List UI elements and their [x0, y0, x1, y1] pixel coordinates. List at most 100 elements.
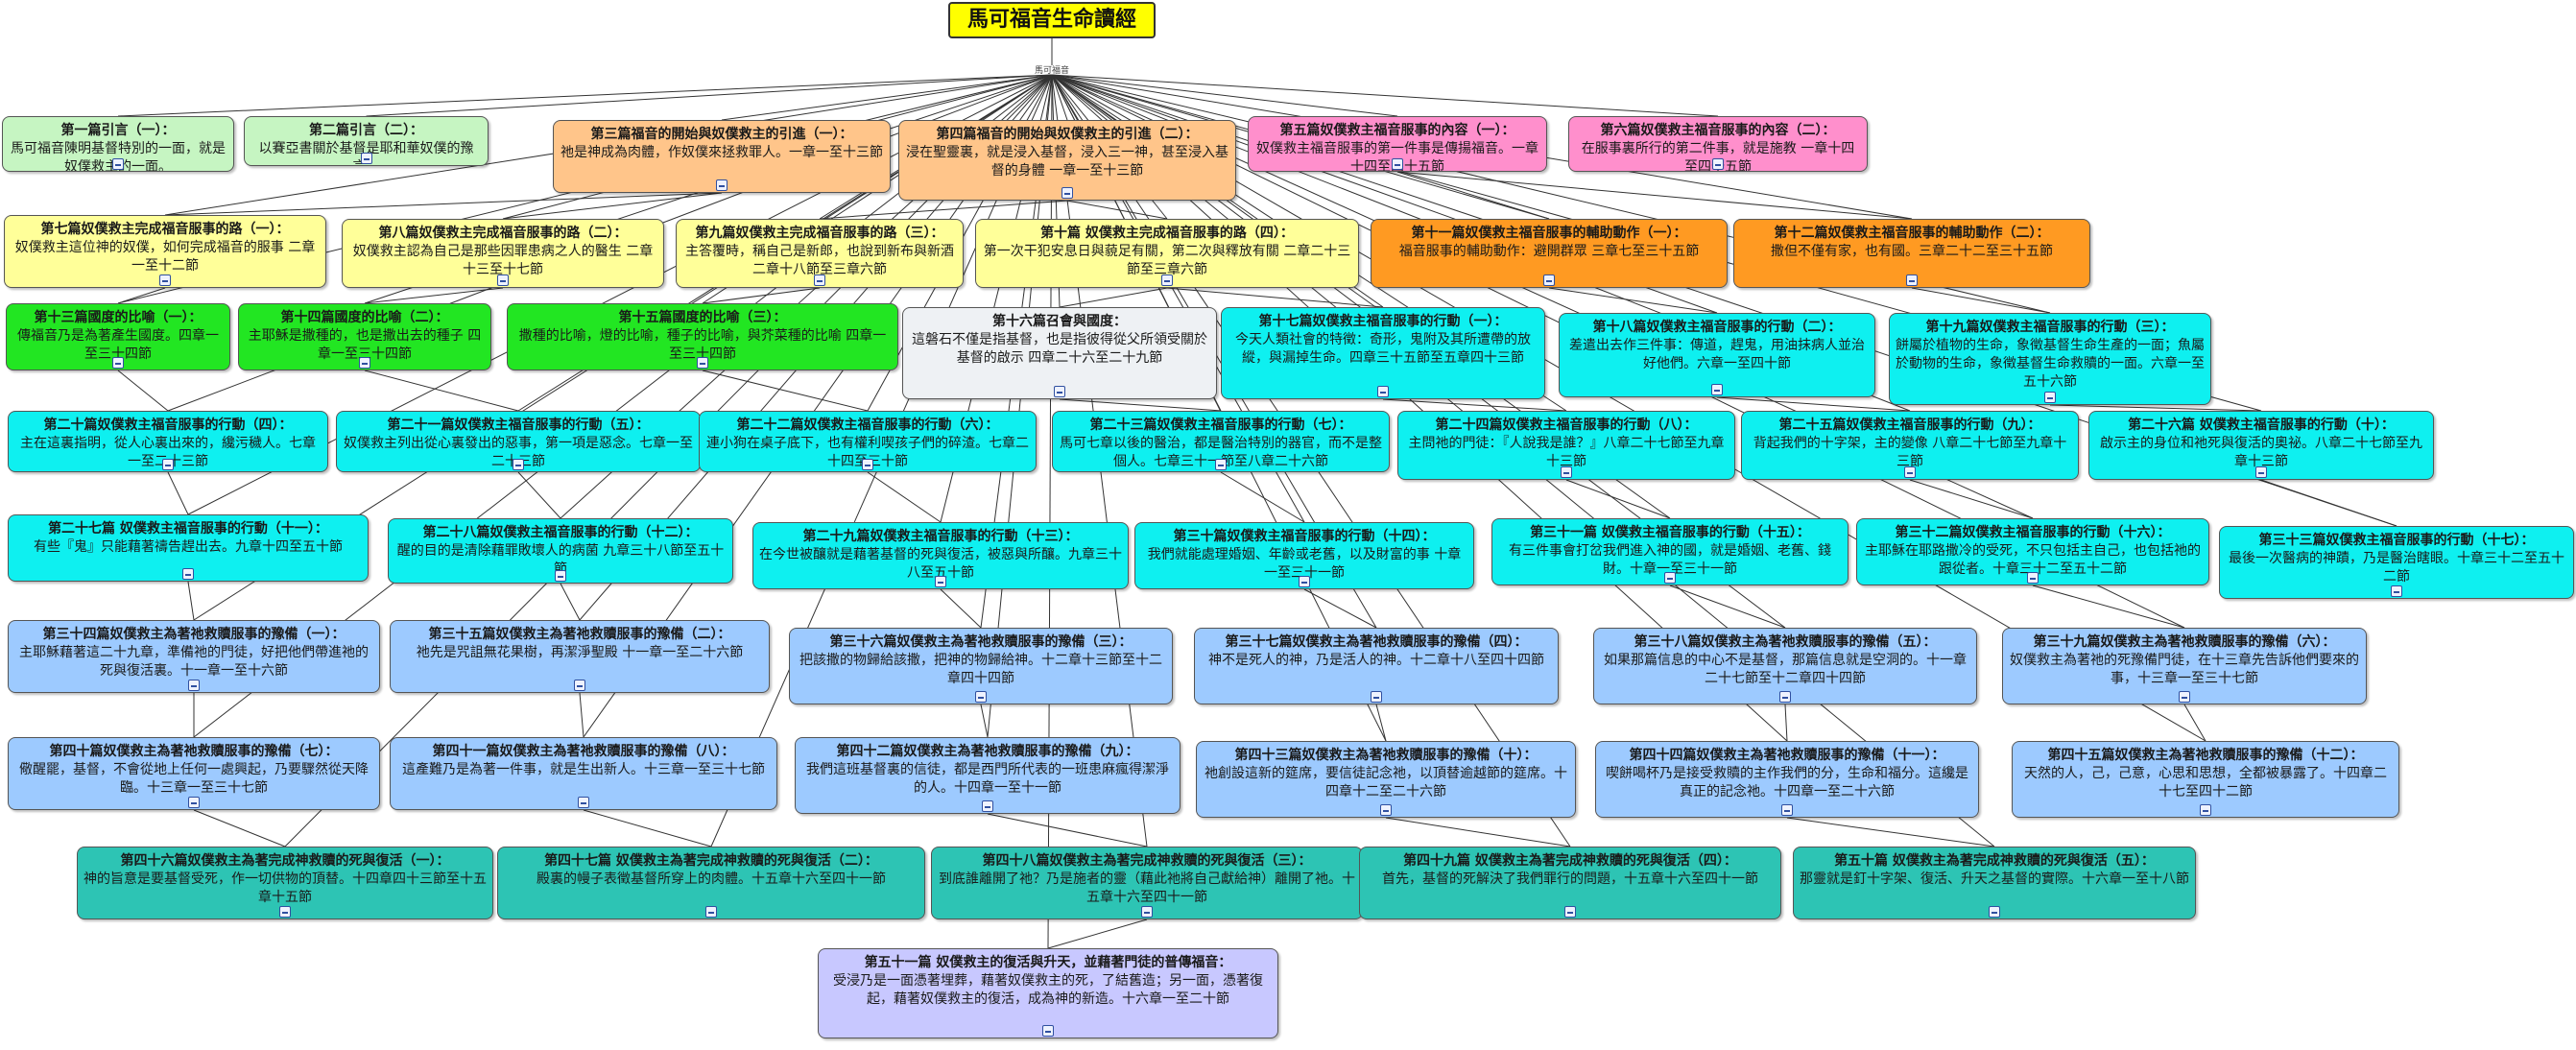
link-icon[interactable] [1543, 274, 1555, 286]
topic-node-41[interactable]: 第四十一篇奴僕救主為著祂救贖服事的豫備（八）：這產難乃是為著一件事，就是生出新人… [390, 737, 777, 810]
link-icon[interactable] [574, 680, 585, 691]
topic-node-38[interactable]: 第三十八篇奴僕救主為著祂救贖服事的豫備（五）：如果那篇信息的中心不是基督，那篇信… [1593, 628, 1977, 704]
topic-node-8[interactable]: 第八篇奴僕救主完成福音服事的路（二）：奴僕救主認為自己是那些因罪患病之人的醫生 … [342, 219, 664, 288]
topic-node-45[interactable]: 第四十五篇奴僕救主為著祂救贖服事的豫備（十二）：天然的人，己，己意，心思和思想，… [2012, 741, 2399, 818]
topic-node-19[interactable]: 第十九篇奴僕救主福音服事的行動（三）：餅屬於植物的生命，象徵基督生命生產的一面；… [1889, 313, 2211, 405]
topic-node-37[interactable]: 第三十七篇奴僕救主為著祂救贖服事的豫備（四）：神不是死人的神，乃是活人的神。十二… [1194, 628, 1559, 704]
topic-node-11[interactable]: 第十一篇奴僕救主福音服事的輔助動作（一）：福音服事的輔助動作：避開群眾 三章七至… [1371, 219, 1728, 288]
link-icon[interactable] [1042, 1025, 1054, 1037]
link-icon[interactable] [935, 576, 946, 587]
topic-node-27[interactable]: 第二十七篇 奴僕救主福音服事的行動（十一）：有些『鬼』只能藉著禱告趕出去。九章十… [8, 514, 369, 582]
link-icon[interactable] [1377, 386, 1389, 397]
link-icon[interactable] [1904, 466, 1916, 478]
topic-node-30[interactable]: 第三十篇奴僕救主福音服事的行動（十四）：我們就能處理婚姻、年齡或老舊，以及財富的… [1134, 522, 1474, 589]
link-icon[interactable] [1711, 384, 1723, 395]
link-icon[interactable] [2255, 466, 2267, 478]
link-icon[interactable] [1161, 274, 1173, 286]
topic-node-14[interactable]: 第十四篇國度的比喻（二）：主耶穌是撒種的，也是撒出去的種子 四章一至三十四節 [238, 303, 491, 370]
topic-node-35[interactable]: 第三十五篇奴僕救主為著祂救贖服事的豫備（二）：祂先是咒詛無花果樹，再潔淨聖殿 十… [390, 620, 770, 693]
topic-node-17[interactable]: 第十七篇奴僕救主福音服事的行動（一）：今天人類社會的特徵：奇形，鬼附及其所遭帶的… [1221, 307, 1545, 399]
link-icon[interactable] [697, 357, 708, 369]
link-icon[interactable] [1141, 906, 1153, 918]
link-icon[interactable] [975, 691, 987, 703]
link-icon[interactable] [279, 906, 291, 918]
link-icon[interactable] [188, 797, 200, 808]
link-icon[interactable] [1215, 459, 1227, 470]
topic-node-49[interactable]: 第四十九篇 奴僕救主為著完成神救贖的死與復活（四）：首先，基督的死解決了我們罪行… [1359, 847, 1781, 919]
link-icon[interactable] [1371, 691, 1382, 703]
link-icon[interactable] [578, 797, 589, 808]
topic-node-16[interactable]: 第十六篇召會與國度：這磐石不僅是指基督，也是指彼得從父所領受關於基督的啟示 四章… [902, 307, 1217, 399]
topic-node-36[interactable]: 第三十六篇奴僕救主為著祂救贖服事的豫備（三）：把該撒的物歸給該撒，把神的物歸給神… [789, 628, 1173, 704]
link-icon[interactable] [1989, 906, 2000, 918]
link-icon[interactable] [814, 274, 825, 286]
topic-node-13[interactable]: 第十三篇國度的比喻（一）：傳福音乃是為著產生國度。四章一至三十四節 [6, 303, 230, 370]
link-icon[interactable] [1061, 187, 1073, 199]
link-icon[interactable] [1712, 158, 1724, 170]
link-icon[interactable] [1564, 906, 1576, 918]
topic-node-7[interactable]: 第七篇奴僕救主完成福音服事的路（一）：奴僕救主這位神的奴僕，如何完成福音的服事 … [4, 215, 326, 288]
topic-node-39[interactable]: 第三十九篇奴僕救主為著祂救贖服事的豫備（六）：奴僕救主為著祂的死豫備門徒，在十三… [2002, 628, 2367, 704]
link-icon[interactable] [716, 179, 727, 191]
link-icon[interactable] [182, 568, 194, 580]
topic-node-23[interactable]: 第二十三篇奴僕救主福音服事的行動（七）：馬可七章以後的醫治，都是醫治特別的器官，… [1052, 411, 1390, 472]
link-icon[interactable] [1779, 691, 1791, 703]
topic-node-24[interactable]: 第二十四篇奴僕救主福音服事的行動（八）：主問祂的門徒：『人說我是誰？』八章二十七… [1397, 411, 1735, 480]
topic-node-6[interactable]: 第六篇奴僕救主福音服事的內容（二）：在服事裏所行的第二件事，就是施教 一章十四至… [1568, 116, 1868, 172]
topic-node-3[interactable]: 第三篇福音的開始與奴僕救主的引進（一）：祂是神成為肉體，作奴僕來拯救罪人。一章一… [553, 120, 891, 193]
topic-node-21[interactable]: 第二十一篇奴僕救主福音服事的行動（五）：奴僕救主列出從心裏發出的惡事，第一項是惡… [336, 411, 701, 472]
link-icon[interactable] [1392, 158, 1403, 170]
topic-node-4[interactable]: 第四篇福音的開始與奴僕救主的引進（二）：浸在聖靈裏，就是浸入基督，浸入三一神，甚… [898, 120, 1236, 201]
link-icon[interactable] [862, 459, 873, 470]
topic-node-9[interactable]: 第九篇奴僕救主完成福音服事的路（三）：主答覆時，稱自己是新郎，也說到新布與新酒 … [676, 219, 964, 288]
link-icon[interactable] [1380, 804, 1392, 816]
link-icon[interactable] [982, 800, 993, 812]
topic-node-22[interactable]: 第二十二篇奴僕救主福音服事的行動（六）：連小狗在桌子底下，也有權利喫孩子們的碎渣… [699, 411, 1037, 472]
topic-node-32[interactable]: 第三十二篇奴僕救主福音服事的行動（十六）：主耶穌在耶路撒冷的受死，不只包括主自己… [1856, 518, 2209, 585]
link-icon[interactable] [705, 906, 717, 918]
topic-node-10[interactable]: 第十篇 奴僕救主完成福音服事的路（四）：第一次干犯安息日與藐足有關，第二次與釋放… [975, 219, 1359, 288]
topic-node-20[interactable]: 第二十篇奴僕救主福音服事的行動（四）：主在這裏指明，從人心裏出來的，纔污穢人。七… [8, 411, 328, 472]
topic-node-33[interactable]: 第三十三篇奴僕救主福音服事的行動（十七）：最後一次醫病的神蹟，乃是醫治瞎眼。十章… [2219, 526, 2574, 599]
topic-node-28[interactable]: 第二十八篇奴僕救主福音服事的行動（十二）：醒的目的是清除藉罪敗壞人的病菌 九章三… [388, 518, 733, 584]
topic-node-18[interactable]: 第十八篇奴僕救主福音服事的行動（二）：差遣出去作三件事：傳道，趕鬼，用油抹病人並… [1559, 313, 1875, 397]
link-icon[interactable] [1054, 386, 1065, 397]
topic-node-51[interactable]: 第五十一篇 奴僕救主的復活與升天，並藉著門徒的普傳福音：受浸乃是一面憑著埋葬，藉… [818, 948, 1278, 1038]
link-icon[interactable] [1561, 466, 1572, 478]
topic-node-25[interactable]: 第二十五篇奴僕救主福音服事的行動（九）：背起我們的十字架，主的變像 八章二十七節… [1741, 411, 2079, 480]
link-icon[interactable] [112, 158, 124, 170]
link-icon[interactable] [497, 274, 509, 286]
topic-node-29[interactable]: 第二十九篇奴僕救主福音服事的行動（十三）：在今世被釀就是藉著基督的死與復活，被惡… [752, 522, 1129, 589]
link-icon[interactable] [1664, 572, 1676, 584]
link-icon[interactable] [188, 680, 200, 691]
topic-node-31[interactable]: 第三十一篇 奴僕救主福音服事的行動（十五）：有三件事會打岔我們進入神的國，就是婚… [1491, 518, 1849, 585]
topic-node-43[interactable]: 第四十三篇奴僕救主為著祂救贖服事的豫備（十）：祂創設這新的筵席，要信徒記念祂，以… [1196, 741, 1576, 818]
topic-node-5[interactable]: 第五篇奴僕救主福音服事的內容（一）：奴僕救主福音服事的第一件事是傳揚福音。一章十… [1248, 116, 1547, 172]
topic-node-12[interactable]: 第十二篇奴僕救主福音服事的輔助動作（二）：撒但不僅有家，也有國。三章二十二至三十… [1733, 219, 2090, 288]
topic-node-34[interactable]: 第三十四篇奴僕救主為著祂救贖服事的豫備（一）：主耶穌藉著這二十九章，準備祂的門徒… [8, 620, 380, 693]
link-icon[interactable] [555, 570, 566, 582]
link-icon[interactable] [1299, 576, 1310, 587]
topic-node-44[interactable]: 第四十四篇奴僕救主為著祂救贖服事的豫備（十一）：喫餅喝杯乃是接受救贖的主作我們的… [1595, 741, 1979, 818]
link-icon[interactable] [2044, 392, 2056, 403]
topic-node-40[interactable]: 第四十篇奴僕救主為著祂救贖服事的豫備（七）：儆醒罷，基督，不會從地上任何一處興起… [8, 737, 380, 810]
link-icon[interactable] [2179, 691, 2190, 703]
topic-node-26[interactable]: 第二十六篇 奴僕救主福音服事的行動（十）：啟示主的身位和祂死與復活的奧祕。八章二… [2088, 411, 2434, 480]
link-icon[interactable] [1906, 274, 1918, 286]
topic-node-48[interactable]: 第四十八篇奴僕救主為著完成神救贖的死與復活（三）：到底誰離開了祂？乃是施者的靈（… [931, 847, 1363, 919]
link-icon[interactable] [112, 357, 124, 369]
topic-node-46[interactable]: 第四十六篇奴僕救主為著完成神救贖的死與復活（一）：神的旨意是要基督受死，作一切供… [77, 847, 493, 919]
link-icon[interactable] [360, 153, 372, 164]
link-icon[interactable] [2200, 804, 2211, 816]
link-icon[interactable] [162, 459, 174, 470]
link-icon[interactable] [513, 459, 524, 470]
link-icon[interactable] [2027, 572, 2039, 584]
link-icon[interactable] [359, 357, 370, 369]
topic-node-15[interactable]: 第十五篇國度的比喻（三）：撒種的比喻，燈的比喻，種子的比喻，與芥菜種的比喻 四章… [507, 303, 898, 370]
link-icon[interactable] [159, 274, 171, 286]
topic-node-50[interactable]: 第五十篇 奴僕救主為著完成神救贖的死與復活（五）：那靈就是釘十字架、復活、升天之… [1793, 847, 2196, 919]
topic-node-47[interactable]: 第四十七篇 奴僕救主為著完成神救贖的死與復活（二）：殿裏的幔子表徵基督所穿上的肉… [497, 847, 925, 919]
link-icon[interactable] [2391, 585, 2402, 597]
link-icon[interactable] [1781, 804, 1793, 816]
topic-node-42[interactable]: 第四十二篇奴僕救主為著祂救贖服事的豫備（九）：我們這班基督裏的信徒，都是西門所代… [795, 737, 1181, 814]
